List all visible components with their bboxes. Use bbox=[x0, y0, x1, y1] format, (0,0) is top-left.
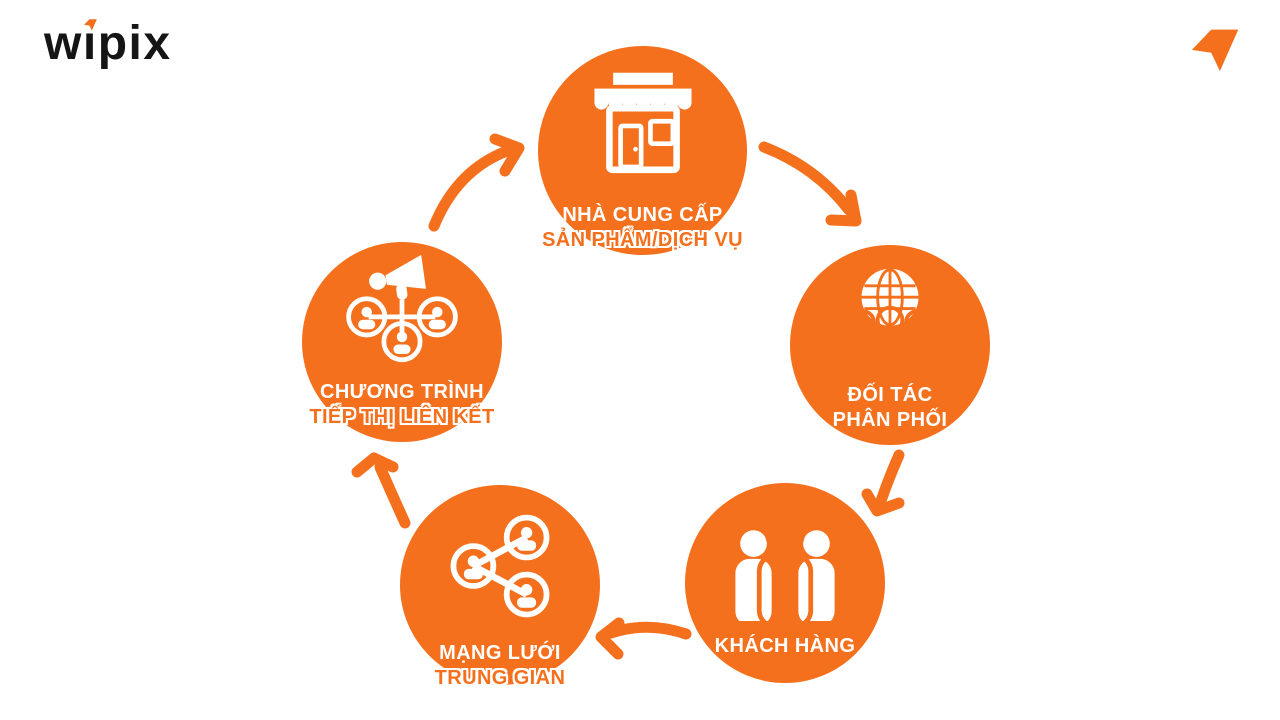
logo-letter-i: ı bbox=[82, 17, 98, 70]
intermediary-network-label: MẠNG LƯỚI TRUNG GIAN bbox=[435, 641, 566, 691]
supplier-label-line1: NHÀ CUNG CẤP bbox=[562, 204, 723, 226]
arrow-network-to-affiliate bbox=[351, 452, 411, 529]
customer-label-line1: KHÁCH HÀNG bbox=[714, 635, 856, 657]
arrow-customer-to-network bbox=[595, 617, 692, 660]
node-customer: KHÁCH HÀNG bbox=[685, 483, 885, 683]
globe-people-icon bbox=[844, 268, 936, 379]
node-affiliate-program: CHƯƠNG TRÌNH TIẾP THỊ LIÊN KẾT bbox=[302, 242, 502, 442]
distribution-partner-label-line1: ĐỐI TÁC bbox=[847, 384, 933, 406]
intermediary-network-label-line1: MẠNG LƯỚI bbox=[439, 642, 561, 664]
storefront-icon bbox=[593, 72, 692, 174]
supplier-label-line2: SẢN PHẨM/DỊCH VỤ bbox=[542, 229, 743, 251]
wipix-logo: w ı pix bbox=[44, 17, 172, 70]
arrow-distributor-to-customer bbox=[861, 449, 905, 517]
intermediary-network-label-line2: TRUNG GIAN bbox=[434, 667, 566, 689]
affiliate-program-label-line2: TIẾP THỊ LIÊN KẾT bbox=[309, 406, 495, 428]
logo-dotless-i: ı bbox=[82, 17, 98, 70]
megaphone-network-icon bbox=[346, 254, 458, 363]
node-intermediary-network: MẠNG LƯỚI TRUNG GIAN bbox=[400, 485, 600, 689]
distribution-partner-label-line2: PHÂN PHỐI bbox=[832, 409, 948, 431]
node-supplier: NHÀ CUNG CẤP SẢN PHẨM/DỊCH VỤ bbox=[538, 46, 747, 255]
node-distribution-partner: ĐỐI TÁC PHÂN PHỐI bbox=[790, 245, 990, 445]
arrow-affiliate-to-supplier bbox=[428, 133, 525, 232]
share-network-icon bbox=[450, 514, 550, 618]
people-group-icon bbox=[735, 515, 835, 621]
megaphone-icon bbox=[369, 254, 426, 300]
affiliate-program-label-line1: CHƯƠNG TRÌNH bbox=[320, 381, 484, 403]
affiliate-program-label: CHƯƠNG TRÌNH TIẾP THỊ LIÊN KẾT bbox=[309, 380, 494, 430]
supplier-label: NHÀ CUNG CẤP SẢN PHẨM/DỊCH VỤ bbox=[542, 203, 743, 253]
logo-text-w: w bbox=[44, 17, 83, 70]
logo-accent-flame-icon bbox=[83, 19, 97, 31]
arrow-supplier-to-distributor bbox=[758, 141, 862, 227]
distribution-partner-label: ĐỐI TÁC PHÂN PHỐI bbox=[833, 383, 948, 433]
brand-arrow-icon bbox=[1191, 29, 1239, 72]
logo-text-pix: pix bbox=[97, 17, 172, 70]
customer-label: KHÁCH HÀNG bbox=[715, 634, 856, 659]
